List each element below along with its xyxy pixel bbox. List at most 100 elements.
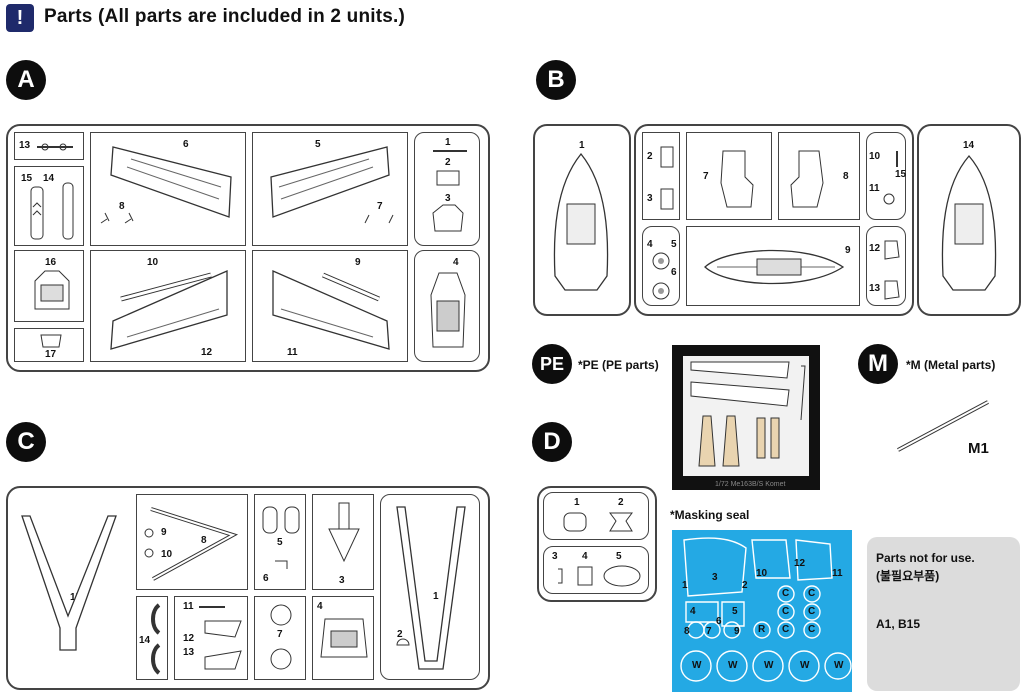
sprue-c-cell: 7 [254,596,306,680]
sprue-a-cell: 10 12 [90,250,246,362]
part-number: 12 [201,347,213,358]
sprue-c-badge: C [6,422,46,462]
sprue-a-cell: 15 14 [14,166,84,246]
sprue-c-cell: 1 2 [380,494,480,680]
mask-number: C [782,624,790,635]
pe-label: *PE (PE parts) [578,358,659,372]
part-number: 8 [201,535,207,546]
sprue-a-part-17-icon [40,334,62,348]
sprue-b-cell: 2 3 [642,132,680,220]
fuselage-half-icon [553,152,609,291]
part-number: 3 [339,575,345,586]
part-number: 1 [579,140,585,151]
sprue-c-parts-5-6-icon [262,506,300,569]
wing-right-icon [270,146,394,224]
part-number: 2 [647,151,653,162]
fuselage-panel-right-icon [790,150,824,208]
sprue-a-part-15-14-icon [30,182,74,240]
sprue-b-fuselage-frame-2: 14 [917,124,1021,316]
sprue-b-parts-10-15-11-icon [883,151,898,205]
part-number: 6 [671,267,677,278]
sprue-c-part-14-icon [151,603,161,675]
sprue-c-parts-11-12-13-icon [199,606,242,670]
part-number: 5 [616,551,622,562]
mask-number: W [764,660,774,671]
sprue-b-parts-2-3-icon [660,146,674,210]
sprue-a-parts-1-2-3-icon [432,150,467,232]
fuselage-bottom-icon [704,249,845,285]
metal-label: *M (Metal parts) [906,358,996,372]
sprue-a-cell: 9 11 [252,250,408,362]
part-number: 14 [963,140,975,151]
mask-label: *Masking seal [670,508,750,522]
part-number: 4 [453,257,459,268]
part-number: 5 [277,537,283,548]
mask-number: 5 [732,606,738,617]
part-number: 15 [895,169,907,180]
sprue-d-cell: 1 2 [543,492,649,540]
sprue-c-cell: 9 10 8 [136,494,248,590]
unused-parts-note: Parts not for use. (불필요부품) A1, B15 [867,537,1020,691]
part-number: 10 [161,549,173,560]
sprue-a-cell: 6 8 [90,132,246,246]
part-number: 1 [433,591,439,602]
part-number: 8 [119,201,125,212]
part-number: 7 [377,201,383,212]
note-parts: A1, B15 [876,617,921,631]
part-number: 2 [618,497,624,508]
sprue-c-part-4-icon [320,618,368,658]
part-number: 2 [397,629,403,640]
part-number: 2 [445,157,451,168]
sprue-b-badge: B [536,60,576,100]
pe-fret-parts [683,356,809,476]
pe-fret: 1/72 Me163B/S Komet [672,345,820,490]
part-number: 13 [19,140,31,151]
canopy-parts-icon [558,565,641,587]
sprue-d-frame: 1 2 3 4 5 [537,486,657,602]
sprue-a-cell: 5 7 [252,132,408,246]
landing-skid-frame-icon [21,515,117,651]
sprue-c-cell: 4 [312,596,374,680]
tailplane-left-icon [110,270,228,350]
mask-number: 10 [756,568,768,579]
part-number: 17 [45,349,57,360]
sprue-b-fuselage-frame: 1 [533,124,631,316]
mask-number: 11 [832,568,843,579]
sprue-a-cell: 1 2 3 [414,132,480,246]
page-title: Parts (All parts are included in 2 units… [44,6,406,27]
mask-number: 6 [716,616,722,627]
mask-number: 7 [706,626,712,637]
mask-number: W [834,660,844,671]
sprue-a-frame: 13 15 14 16 17 6 8 5 7 1 2 3 10 12 9 11 [6,124,490,372]
tailplane-right-icon [272,270,390,350]
part-number: 1 [574,497,580,508]
note-title: Parts not for use. [876,551,975,565]
sprue-c-cell: 11 12 13 [174,596,248,680]
sprue-a-cell: 13 [14,132,84,160]
part-number: 10 [147,257,159,268]
sprue-b-frame: 2 3 7 8 10 15 11 4 5 6 9 12 13 [634,124,914,316]
part-number: 6 [263,573,269,584]
mask-number: W [800,660,810,671]
mask-number: C [808,624,816,635]
part-number: 5 [315,139,321,150]
note-subtitle: (불필요부품) [876,569,940,583]
part-number: 1 [445,137,451,148]
part-number: 12 [869,243,881,254]
mask-number: C [782,588,790,599]
mask-number: C [808,588,816,599]
pe-badge: PE [532,344,572,384]
part-number: 16 [45,257,57,268]
mask-number: W [728,660,738,671]
part-number: 11 [287,347,298,358]
landing-gear-frame-icon [396,506,466,670]
part-number: 6 [183,139,189,150]
part-number: 13 [869,283,881,294]
cockpit-tub-icon [430,272,466,348]
sprue-a-part-16-icon [34,270,70,310]
mask-shapes-icon [680,537,852,682]
sprue-d-cell: 3 4 5 [543,546,649,594]
sprue-c-part-7-icon [270,604,292,670]
sprue-c-cell: 14 [136,596,168,680]
canopy-parts-icon [563,512,633,532]
